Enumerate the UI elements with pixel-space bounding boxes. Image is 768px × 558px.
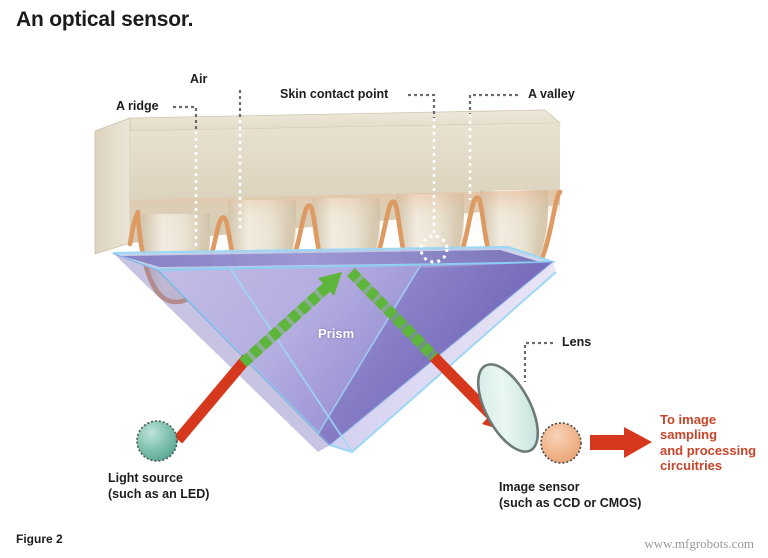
green-beam-down-core bbox=[347, 268, 441, 364]
skin-ridge-shadow bbox=[130, 190, 560, 248]
prism-top-face bbox=[122, 250, 540, 267]
green-beam-up bbox=[239, 272, 342, 368]
lens-ellipse bbox=[476, 363, 540, 453]
output-label: To image sampling and processing circuit… bbox=[660, 412, 756, 473]
callout-skin-contact-point: Skin contact point bbox=[280, 87, 389, 101]
light-source-label-line1: Light source bbox=[108, 471, 184, 485]
callout-a-ridge: A ridge bbox=[116, 99, 159, 113]
output-label-line2: sampling bbox=[660, 427, 718, 443]
watermark: www.mfgrobots.com bbox=[644, 536, 754, 551]
leader-lines bbox=[173, 90, 553, 382]
page-title: An optical sensor. bbox=[16, 8, 194, 31]
green-beam-up-core bbox=[239, 282, 331, 368]
output-label-line4: circuitries bbox=[660, 457, 723, 473]
prism-inner-edge-right bbox=[317, 265, 421, 435]
green-beam-down bbox=[347, 268, 441, 364]
callout-air: Air bbox=[190, 72, 208, 86]
prism-lower-right-face bbox=[330, 262, 556, 452]
green-beam-down-shaft bbox=[347, 268, 441, 364]
ridge-contour-left bbox=[127, 209, 141, 247]
incoming-red-beam bbox=[173, 354, 252, 444]
prism-label: Prism bbox=[318, 326, 355, 341]
image-sensor-label-line1: Image sensor bbox=[499, 480, 580, 494]
prism-inner-edge-left bbox=[229, 267, 353, 453]
lens bbox=[476, 363, 540, 453]
leader-lens bbox=[523, 341, 553, 382]
led-circle bbox=[136, 420, 178, 462]
light-source-label: Light source (such as an LED) bbox=[108, 470, 209, 503]
light-source-label-line2: (such as an LED) bbox=[108, 487, 210, 502]
light-source bbox=[136, 420, 178, 462]
image-sensor-label: Image sensor (such as CCD or CMOS) bbox=[499, 479, 641, 512]
prism-left-depth bbox=[113, 253, 330, 452]
callout-lens: Lens bbox=[562, 335, 592, 349]
to-circuitry-arrow-shaft bbox=[590, 435, 628, 450]
leader-contact-gray bbox=[408, 93, 436, 118]
callout-a-valley: A valley bbox=[528, 87, 575, 101]
to-circuitry-arrow-head bbox=[624, 427, 652, 458]
output-label-line3: and processing bbox=[660, 442, 757, 458]
figure-caption: Figure 2 bbox=[16, 532, 63, 546]
leader-valley-gray bbox=[468, 93, 518, 114]
image-sensor bbox=[540, 422, 652, 464]
sensor-circle bbox=[540, 422, 582, 464]
prism bbox=[112, 245, 557, 454]
green-beam-up-arrowhead bbox=[318, 272, 342, 296]
green-beam-up-shaft bbox=[239, 282, 331, 368]
image-sensor-label-line2: (such as CCD or CMOS) bbox=[499, 496, 642, 511]
skin-contact-point-marker bbox=[419, 234, 449, 264]
prism-bottom-edge bbox=[329, 271, 557, 454]
output-label-line1: To image bbox=[660, 412, 717, 427]
skin-left-face bbox=[94, 117, 131, 255]
to-circuitry-arrow bbox=[590, 427, 652, 458]
leader-ridge-gray bbox=[173, 105, 198, 131]
